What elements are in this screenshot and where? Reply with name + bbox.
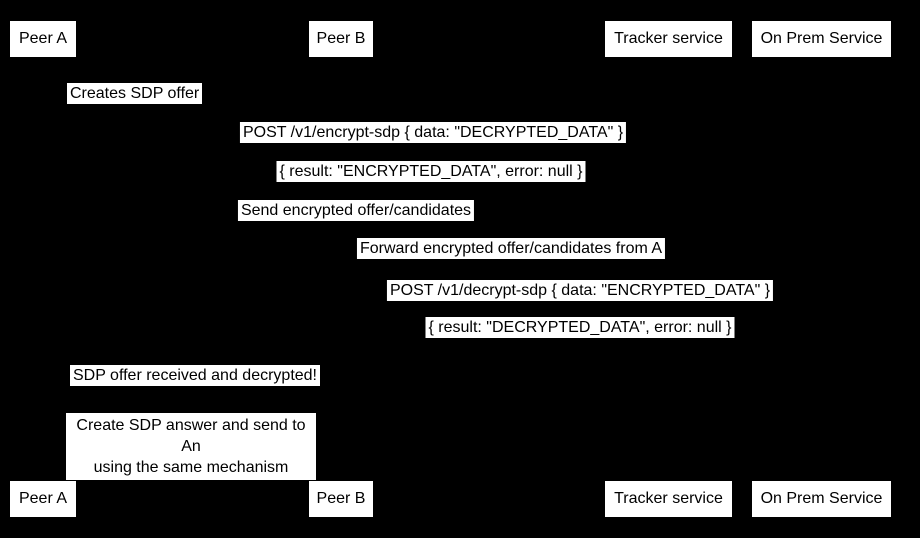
arrow-offer-received: [44, 398, 341, 399]
actor-label: Tracker service: [614, 490, 723, 507]
actor-peer-a-top: Peer A: [10, 21, 76, 57]
message-post-decrypt-sdp: POST /v1/decrypt-sdp { data: "ENCRYPTED_…: [386, 280, 774, 301]
note-line-1: Create SDP answer and send to An: [76, 417, 306, 455]
lifeline-peer-b: [341, 57, 342, 481]
note-line-2: using the same mechanism: [93, 459, 289, 476]
arrow-forward-offer: [342, 271, 668, 272]
lifeline-tracker-service: [668, 57, 669, 481]
actor-label: On Prem Service: [760, 30, 883, 47]
message-forward-encrypted-offer: Forward encrypted offer/candidates from …: [356, 238, 666, 259]
actor-tracker-service-bottom: Tracker service: [605, 481, 732, 517]
actor-peer-b-top: Peer B: [309, 21, 373, 57]
lifeline-on-prem-service: [821, 57, 822, 481]
actor-on-prem-service-bottom: On Prem Service: [752, 481, 891, 517]
actor-label: Peer B: [316, 490, 366, 507]
arrow-encrypt-request: [44, 155, 821, 156]
actor-label: Peer A: [18, 490, 68, 507]
actor-label: Peer A: [18, 30, 68, 47]
message-post-encrypt-sdp: POST /v1/encrypt-sdp { data: "DECRYPTED_…: [239, 122, 627, 143]
arrow-send-offer: [44, 233, 668, 234]
lifeline-peer-a: [43, 57, 44, 481]
message-encrypt-result: { result: "ENCRYPTED_DATA", error: null …: [276, 161, 586, 182]
actor-label: On Prem Service: [760, 490, 883, 507]
note-create-sdp-answer: Create SDP answer and send to An using t…: [66, 413, 316, 480]
self-arrow-creates-sdp-offer: [43, 107, 73, 129]
actor-tracker-service-top: Tracker service: [605, 21, 732, 57]
message-send-encrypted-offer: Send encrypted offer/candidates: [237, 200, 475, 221]
arrow-decrypt-response: [342, 350, 821, 351]
actor-peer-b-bottom: Peer B: [309, 481, 373, 517]
actor-on-prem-service-top: On Prem Service: [752, 21, 891, 57]
arrow-decrypt-request: [342, 313, 821, 314]
arrow-encrypt-response: [44, 194, 821, 195]
message-offer-received: SDP offer received and decrypted!: [70, 365, 320, 386]
message-decrypt-result: { result: "DECRYPTED_DATA", error: null …: [425, 317, 735, 338]
actor-peer-a-bottom: Peer A: [10, 481, 76, 517]
message-creates-sdp-offer: Creates SDP offer: [67, 83, 203, 104]
actor-label: Peer B: [316, 30, 366, 47]
actor-label: Tracker service: [614, 30, 723, 47]
